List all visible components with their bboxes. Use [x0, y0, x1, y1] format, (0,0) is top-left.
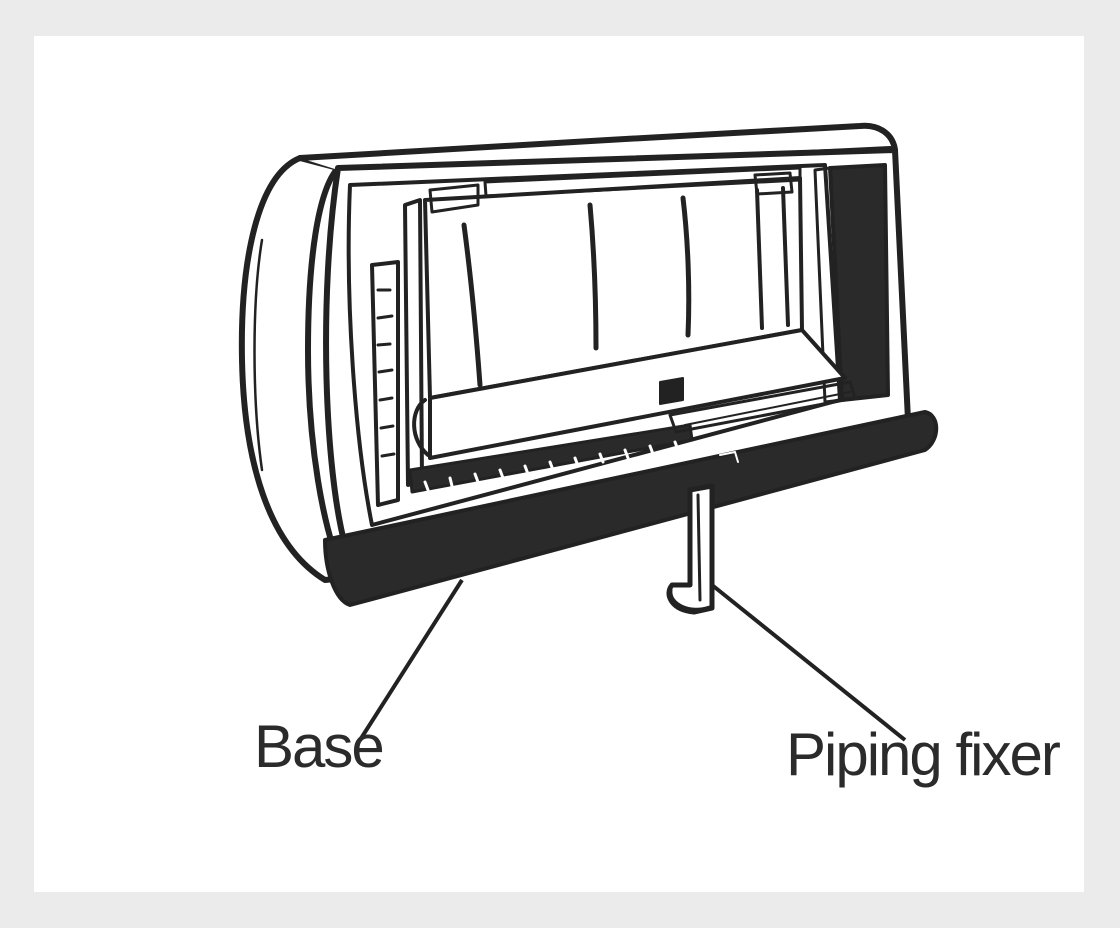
- left-rail-notches: [376, 288, 396, 458]
- center-clip: [659, 377, 684, 405]
- piping-fixer-edge: [696, 493, 702, 602]
- plate-tab-right: [753, 171, 794, 196]
- inner-frame: [346, 163, 842, 527]
- left-end-cap: [238, 155, 348, 583]
- left-rail: [370, 260, 400, 507]
- plate-slot: [781, 186, 790, 327]
- toothed-strip-teeth: [423, 440, 680, 492]
- plate-tab-left: [428, 183, 480, 214]
- indoor-unit-illustration: [238, 122, 939, 615]
- toothed-strip: [408, 423, 694, 494]
- lower-shelf: [428, 328, 847, 460]
- piping-fixer-label: Piping fixer: [786, 721, 1060, 788]
- base-bar: [323, 410, 939, 607]
- plate-top-strip: [483, 166, 802, 198]
- base-leader-line: [358, 578, 464, 742]
- top-edge: [297, 122, 898, 173]
- drain-channel: [668, 380, 857, 434]
- plate-slot: [755, 188, 764, 330]
- drain-channel-line: [684, 391, 851, 426]
- shelf-curl: [412, 398, 430, 457]
- piping-fixer-leader-line: [710, 583, 907, 742]
- piping-fixer-foot: [667, 587, 713, 613]
- plate-slot: [587, 202, 599, 351]
- plate-slot: [461, 222, 483, 388]
- base-bar-notch: [719, 451, 739, 463]
- base-label: Base: [254, 713, 383, 780]
- end-cap-highlight: [253, 238, 264, 472]
- plate-slot: [680, 195, 692, 338]
